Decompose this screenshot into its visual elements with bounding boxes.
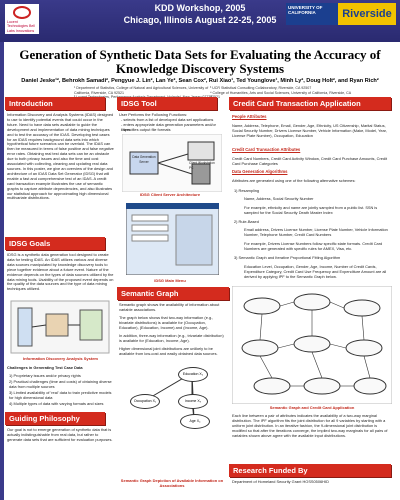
people-body: Name, Address, Telephone, Email, Gender,… — [232, 123, 387, 138]
scheme-2: 2) Rule-Based — [234, 219, 259, 224]
challenge-item-4: 4) Multiple types of data with varying f… — [9, 401, 104, 406]
main-menu-caption: IDSG Main Menu — [154, 278, 186, 283]
semantic-body-1: Semantic graph shows the availability of… — [119, 302, 220, 312]
scheme-1-attrs: Name, Address, Social Security Number — [244, 196, 314, 201]
people-title: People Attributes — [232, 114, 267, 119]
lucent-logo: Lucent Technologies Bell Labs Innovation… — [5, 4, 39, 34]
goals-heading: IDSG Goals — [5, 237, 105, 250]
ucr-logo-right: Riverside — [338, 3, 396, 25]
intro-body: Information Discovery and Analysis Syste… — [7, 112, 114, 201]
ipf-body: Each line between a pair of attributes i… — [232, 413, 388, 438]
scheme-1-example: For example, ethnicity and name are join… — [244, 205, 378, 215]
tool-intro: User Performs the Following Functions: — [119, 112, 188, 117]
server-label: Data Generation Server — [132, 155, 156, 164]
lucent-ring-icon — [13, 6, 31, 19]
gen-body: Attributes are generated using one of th… — [232, 178, 356, 183]
node-occupation: Occupation X₁ — [130, 394, 160, 409]
poster-title: Generation of Synthetic Data Sets for Ev… — [19, 47, 381, 76]
event-title: KDD Workshop, 2005 — [154, 3, 246, 13]
scheme-3: 3) Semantic Graph and Iterative Proporti… — [234, 255, 341, 260]
challenge-item-3: 3) Limited availability of 'real' data t… — [9, 390, 112, 400]
funded-body: Department of Homeland Security Grant HO… — [232, 479, 329, 484]
guiding-heading: Guiding Philosophy — [5, 412, 105, 425]
node-education: Education X₂ — [178, 367, 208, 382]
cc-title: Credit Card Transaction Attributes — [232, 147, 301, 152]
challenge-item-1: 1) Proprietary issues and/or privacy rig… — [9, 373, 81, 378]
intro-heading: Introduction — [5, 97, 105, 110]
scheme-1: 1) Resampling — [234, 188, 260, 193]
lucent-logo-text: Lucent Technologies Bell Labs Innovation… — [7, 20, 35, 33]
semantic-caption: Semantic Graph Depiction of Available In… — [120, 478, 224, 488]
node-age: Age X₄ — [180, 414, 210, 429]
semantic-body-2: The graph below shows that two-way infor… — [119, 315, 214, 330]
tool-bullet-2: - enters appropriate data generation par… — [121, 122, 216, 132]
idas-caption: Information Discovery Analysis System — [23, 356, 98, 361]
credit-card-semantic-graph — [232, 286, 392, 404]
ucr-logo-left: UNIVERSITY OF CALIFORNIA — [286, 3, 338, 25]
main-menu-screenshot — [126, 203, 219, 275]
client-server-diagram — [122, 134, 222, 192]
tool-bullet-3: - specifies output file formats — [121, 127, 171, 132]
guiding-body: Our goal is not to emerge generation of … — [7, 427, 113, 442]
challenge-item-2: 2) Practical challenges (time and costs)… — [9, 379, 112, 389]
client-label: Client Workstation PC — [189, 161, 215, 170]
ucr-logo: UNIVERSITY OF CALIFORNIA Riverside — [286, 3, 396, 25]
scheme-3-attrs: Education Level, Occupation, Gender, Age… — [244, 264, 387, 279]
credit-heading: Credit Card Transaction Application — [229, 97, 391, 110]
funded-heading: Research Funded By — [229, 464, 391, 477]
semantic-graph — [145, 372, 195, 421]
cc-body: Credit Card Numbers, Credit Card Activit… — [232, 156, 388, 166]
left-border-strip — [0, 42, 4, 500]
challenges-title: Challenges in Generating Test Case Data — [7, 365, 83, 370]
semantic-heading: Semantic Graph Representations — [117, 287, 229, 311]
goals-body: IDSG is a synthetic data generation tool… — [7, 252, 114, 292]
tool-heading: IDSG Tool — [117, 97, 217, 110]
semantic-body-4: Higher dimensional joint distributions a… — [119, 346, 218, 356]
idas-diagram — [10, 300, 110, 354]
scheme-2-example: For example, Drivers License Numbers fol… — [244, 241, 383, 251]
ipf-caption: Semantic Graph and Credit Card Applicati… — [269, 405, 355, 410]
poster-header: Lucent Technologies Bell Labs Innovation… — [0, 0, 400, 42]
gen-title: Data Generation Algorithms — [232, 169, 288, 174]
client-server-caption: IDSG Client Server Architecture — [139, 192, 201, 197]
authors: Daniel Jeske¹², Behrokh Samadi², Pengyue… — [21, 78, 379, 84]
scheme-2-attrs: Email address, Drivers License Number, L… — [244, 227, 388, 237]
node-income: Income X₃ — [178, 394, 208, 409]
event-location: Chicago, Illinois August 22-25, 2005 — [123, 15, 277, 25]
semantic-body-3: In addition, three-way information (e.g.… — [119, 333, 224, 343]
tool-bullet-1: - selects from a list of developed data … — [121, 117, 214, 122]
